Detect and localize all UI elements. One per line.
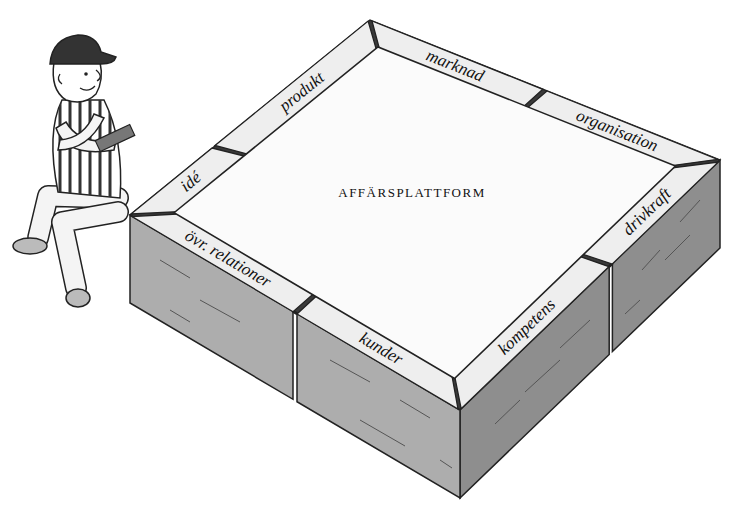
stone-outline [131, 148, 258, 214]
arm [56, 122, 116, 152]
book [95, 125, 135, 152]
shirt-stripe [109, 95, 112, 200]
shoe [13, 238, 47, 254]
stone-outline [132, 213, 321, 312]
shirt-stripes [60, 95, 110, 200]
platform-shape [174, 47, 676, 379]
shirt-stripe [69, 95, 72, 200]
leg [38, 196, 118, 238]
stone-outline [570, 162, 718, 264]
nose [96, 70, 100, 81]
business-platform: AFFÄRSPLATTFORM [174, 47, 676, 379]
shirt-stripe [59, 95, 62, 200]
shirt-stripe [79, 95, 82, 200]
leg [62, 212, 118, 288]
leg [62, 212, 118, 288]
stone-outline [519, 91, 718, 168]
mortar-ring [130, 20, 720, 410]
stone-outline [452, 252, 609, 409]
head [53, 62, 101, 102]
mouth [80, 86, 95, 90]
ear [58, 74, 62, 84]
eye [84, 72, 88, 76]
platform-outline [174, 47, 676, 379]
stone-outline [297, 289, 458, 409]
cap [50, 35, 116, 64]
shirt-stripe [89, 95, 92, 200]
torso [53, 100, 121, 198]
arm [58, 114, 104, 150]
stone-outline [372, 21, 543, 114]
shirt-stripe [99, 95, 102, 200]
platform-label: AFFÄRSPLATTFORM [338, 185, 486, 201]
leg [38, 196, 118, 238]
shoe [66, 289, 90, 307]
stone-outline [215, 21, 379, 157]
